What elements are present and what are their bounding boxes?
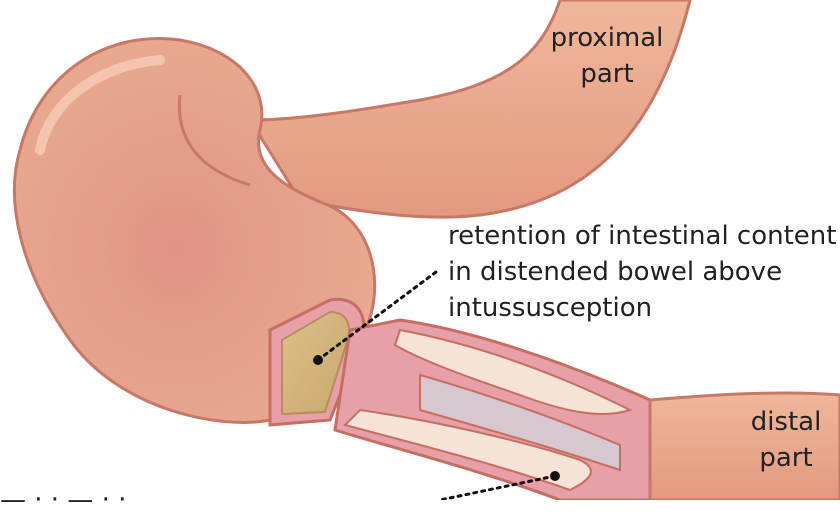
label-distal-line2: part <box>759 443 813 473</box>
label-retention-line1: retention of intestinal content <box>448 221 837 251</box>
label-retention: retention of intestinal content in diste… <box>448 218 836 326</box>
inner-fold-upper <box>393 328 633 416</box>
pointer-bottom-dot <box>550 471 560 481</box>
label-proximal-line1: proximal <box>550 23 664 53</box>
label-bottom-partial: — · · — · · <box>0 485 127 515</box>
pointer-bottom <box>438 474 557 500</box>
inner-lumen <box>419 373 621 472</box>
label-distal-line1: distal <box>750 407 822 437</box>
intussusception-illustration <box>12 0 840 500</box>
label-proximal-part: proximal part <box>548 20 666 92</box>
pointer-retention-dot <box>313 355 323 365</box>
highlight <box>35 55 165 155</box>
inner-fold-lower <box>343 408 592 492</box>
label-proximal-line2: part <box>580 59 634 89</box>
label-retention-line3: intussusception <box>448 293 653 323</box>
pointer-retention <box>316 270 438 362</box>
label-distal-part: distal part <box>738 404 834 476</box>
label-retention-line2: in distended bowel above <box>448 257 783 287</box>
bowel-fold-line <box>177 94 251 187</box>
